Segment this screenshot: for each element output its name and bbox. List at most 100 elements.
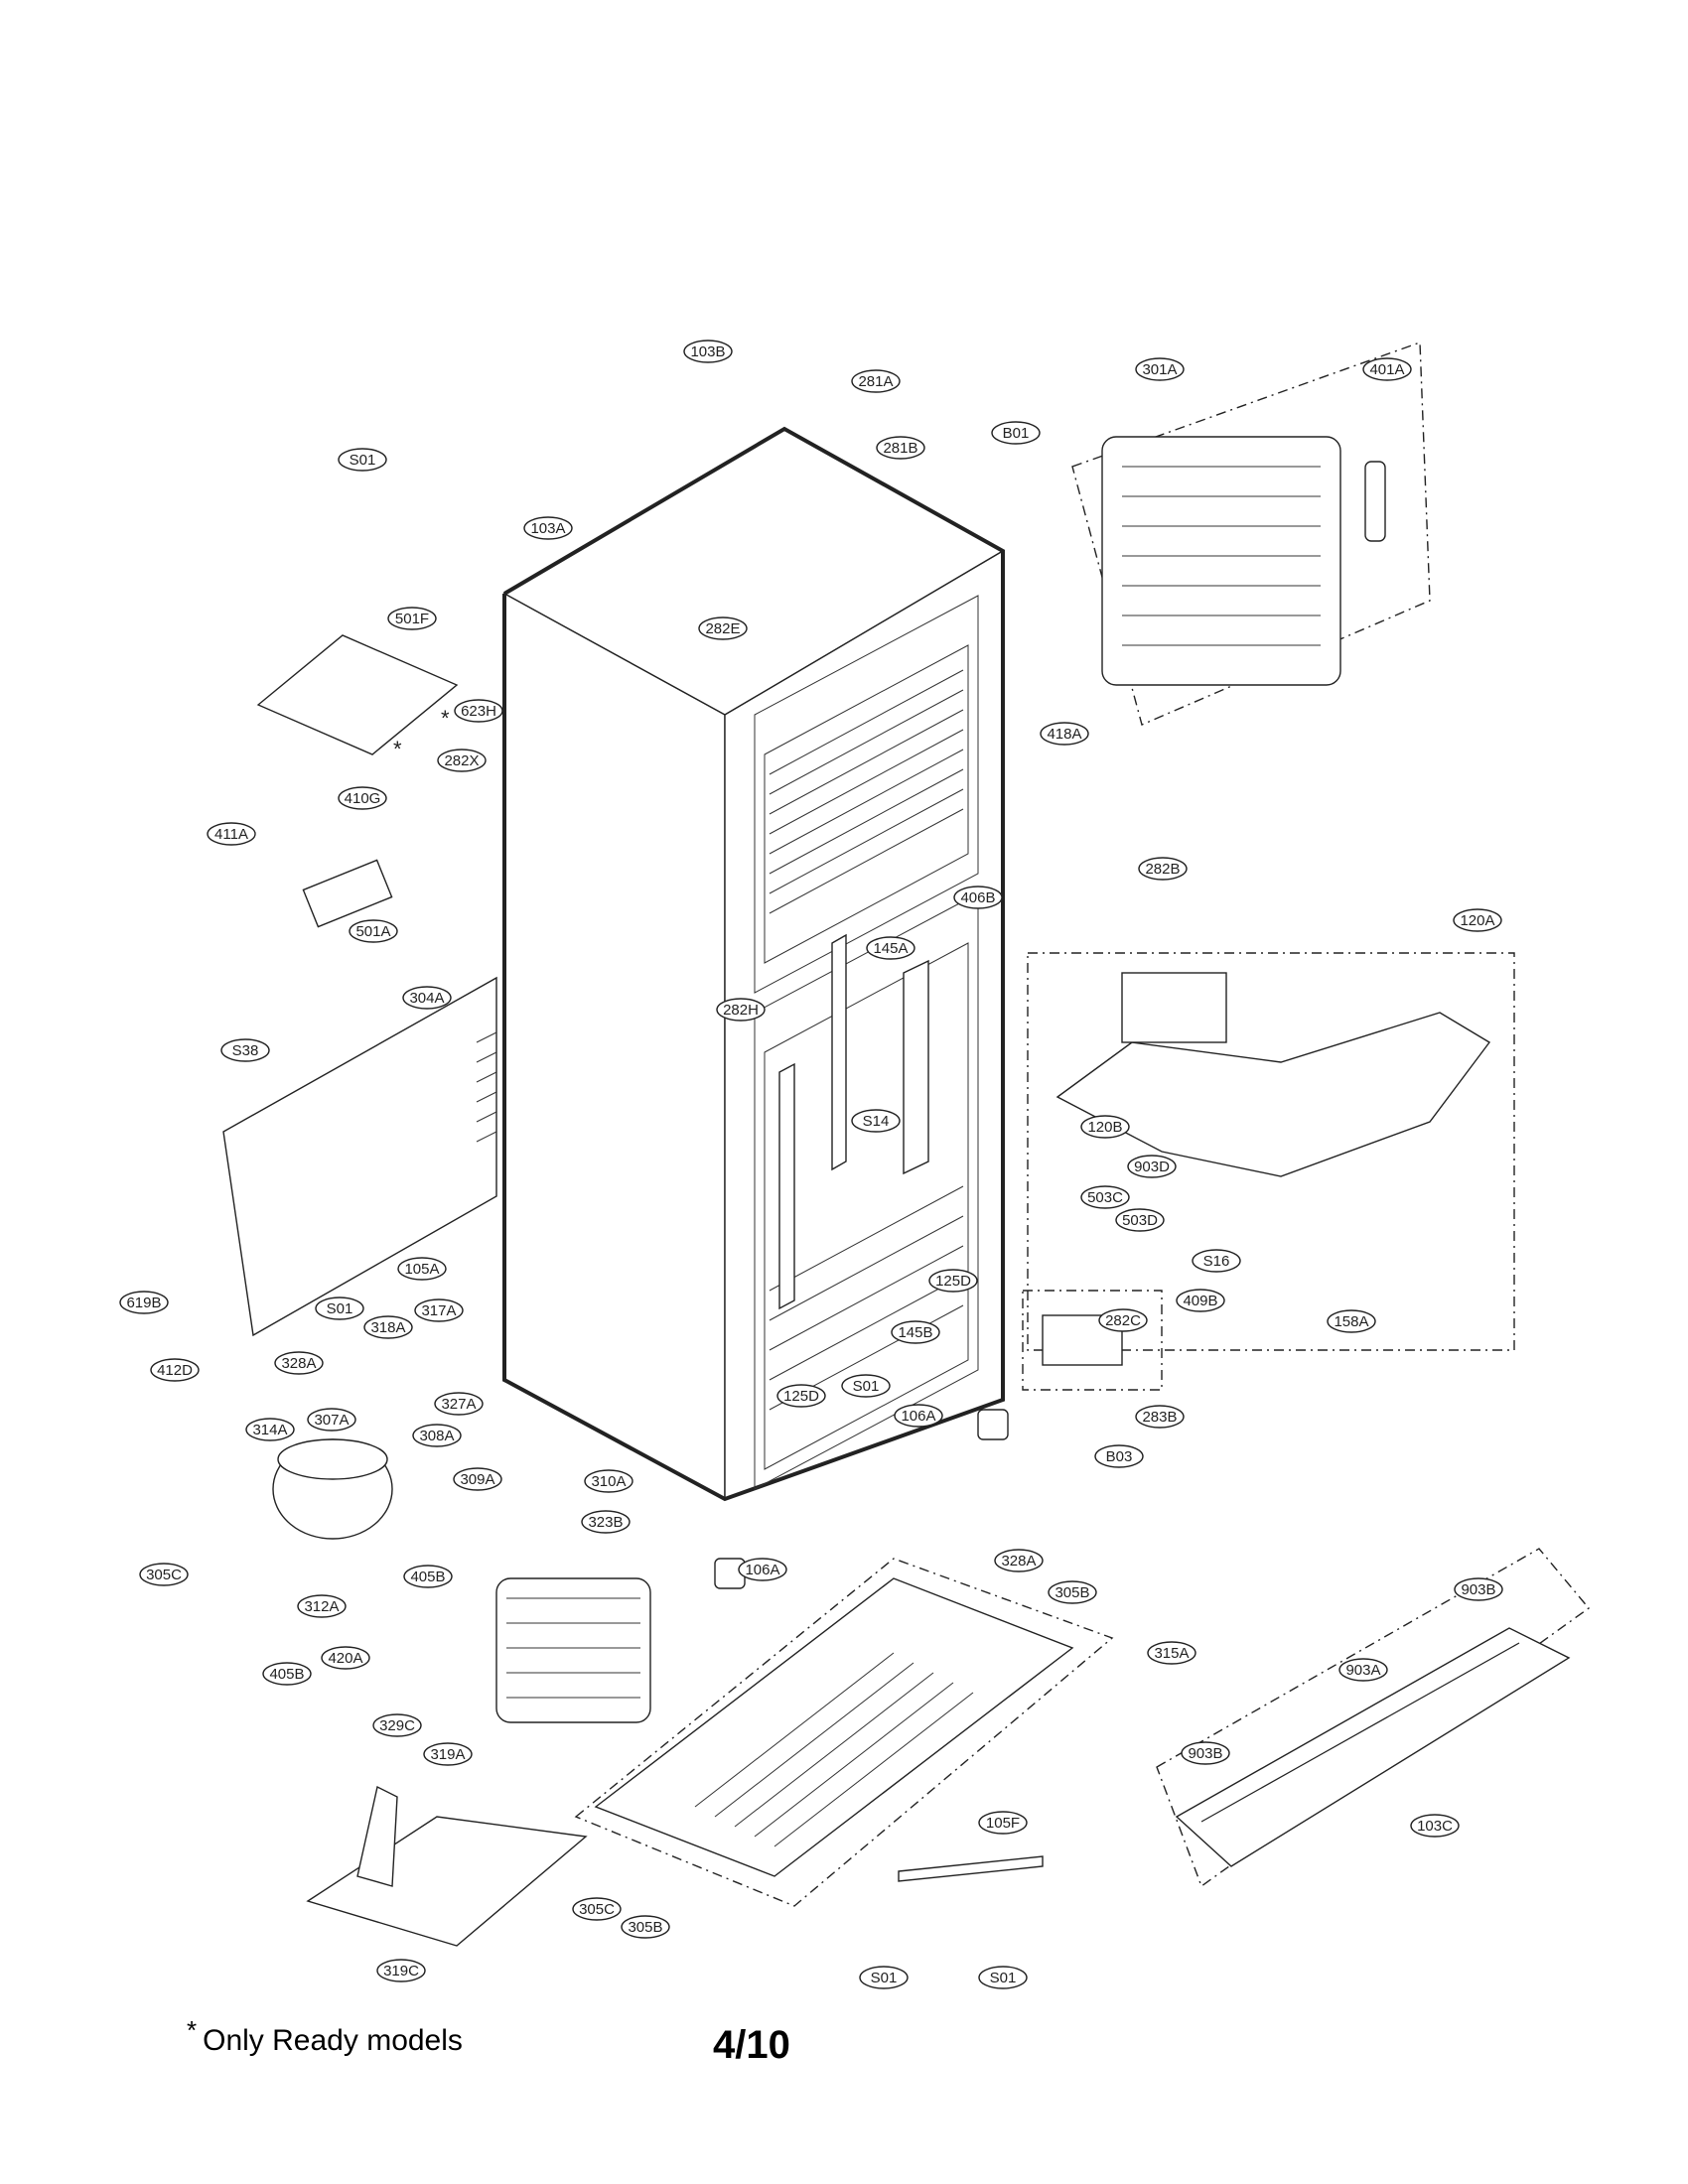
callout-oval xyxy=(738,1558,787,1581)
callout-label: 105A xyxy=(404,1261,439,1278)
callout-label: 418A xyxy=(1047,726,1081,743)
callout-oval xyxy=(220,1038,270,1062)
callout-label: 304A xyxy=(409,990,444,1007)
callout-label: 315A xyxy=(1154,1645,1189,1662)
callout-label: 305C xyxy=(579,1901,615,1918)
callout-oval xyxy=(1362,357,1412,381)
part-callout: 304A xyxy=(402,986,452,1010)
part-callout: 305C xyxy=(572,1897,622,1921)
grille-box xyxy=(1156,1548,1591,1888)
callout-label: 305B xyxy=(628,1919,662,1936)
callout-label: 623H xyxy=(461,703,496,720)
callout-oval xyxy=(1138,857,1188,881)
callout-oval xyxy=(891,1320,940,1344)
callout-label: S01 xyxy=(871,1970,898,1986)
callout-oval xyxy=(683,340,733,363)
callout-label: 903A xyxy=(1345,1662,1380,1679)
callout-label: 501A xyxy=(355,923,390,940)
callout-label: 103C xyxy=(1417,1818,1453,1835)
part-callout: 307A xyxy=(307,1408,356,1432)
part-callout: 125D xyxy=(928,1269,978,1293)
callout-label: 406B xyxy=(960,889,995,906)
callout-label: S01 xyxy=(350,452,376,469)
callout-label: 281A xyxy=(858,373,893,390)
callout-label: 328A xyxy=(281,1355,316,1372)
callout-label: 327A xyxy=(441,1396,476,1413)
callout-oval xyxy=(1080,1115,1130,1139)
callout-oval xyxy=(1098,1308,1148,1332)
callout-oval xyxy=(1040,722,1089,746)
part-callout: 405B xyxy=(403,1565,453,1588)
part-callout: 619B xyxy=(119,1291,169,1314)
part-callout: 310A xyxy=(584,1469,633,1493)
callout-label: 319A xyxy=(430,1746,465,1763)
callout-label: 412D xyxy=(157,1362,193,1379)
callout-oval xyxy=(978,1811,1028,1835)
callout-oval xyxy=(876,436,925,460)
callout-oval xyxy=(1192,1249,1241,1273)
callout-oval xyxy=(245,1418,295,1441)
part-callout: 903A xyxy=(1338,1658,1388,1682)
callout-oval xyxy=(454,699,503,723)
callout-oval xyxy=(1135,1405,1185,1429)
callout-label: 329C xyxy=(379,1717,415,1734)
duct-assembly-box xyxy=(1027,952,1515,1351)
part-callout: 158A xyxy=(1327,1309,1376,1333)
part-callout: 318A xyxy=(363,1315,413,1339)
leveling-feet xyxy=(714,1409,1009,1589)
callout-oval xyxy=(581,1510,631,1534)
callout-oval xyxy=(776,1384,826,1408)
part-callout: S14 xyxy=(851,1109,901,1133)
rear-cover xyxy=(222,976,497,1337)
callout-oval xyxy=(274,1351,324,1375)
part-callout: 405B xyxy=(262,1662,312,1686)
part-callout: 319A xyxy=(423,1742,473,1766)
part-callout: 328A xyxy=(274,1351,324,1375)
callout-label: 401A xyxy=(1369,361,1404,378)
footnote: *Only Ready models xyxy=(187,2015,463,2058)
callout-oval xyxy=(387,607,437,630)
callout-oval xyxy=(851,369,901,393)
callout-label: S38 xyxy=(232,1042,259,1059)
part-callout: 305B xyxy=(1048,1580,1097,1604)
callout-oval xyxy=(716,998,766,1022)
part-callout: 145A xyxy=(866,936,915,960)
callout-oval xyxy=(851,1109,901,1133)
part-callout: S01 xyxy=(315,1297,364,1320)
callout-oval xyxy=(437,749,487,772)
condenser xyxy=(495,1577,651,1723)
callout-oval xyxy=(453,1467,502,1491)
callout-oval xyxy=(1127,1155,1177,1178)
part-callout: 145B xyxy=(891,1320,940,1344)
callout-label: 310A xyxy=(591,1473,626,1490)
callout-label: 328A xyxy=(1001,1553,1036,1570)
callout-oval xyxy=(1094,1444,1144,1468)
part-callout: 106A xyxy=(738,1558,787,1581)
callout-oval xyxy=(1338,1658,1388,1682)
callout-label: 420A xyxy=(328,1650,362,1667)
callout-oval xyxy=(414,1298,464,1322)
part-callout: S38 xyxy=(220,1038,270,1062)
callout-label: B01 xyxy=(1003,425,1030,442)
part-callout: S01 xyxy=(841,1374,891,1398)
callout-oval xyxy=(1176,1289,1225,1312)
callout-label: S01 xyxy=(327,1300,353,1317)
callout-oval xyxy=(1454,1577,1503,1601)
part-callout: 411A xyxy=(207,822,256,846)
drain-tray xyxy=(306,1785,588,1947)
callout-oval xyxy=(315,1297,364,1320)
callout-label: S16 xyxy=(1203,1253,1230,1270)
callout-label: 501F xyxy=(395,611,429,627)
footnote-marker: * xyxy=(187,2015,198,2045)
callout-oval xyxy=(321,1646,370,1670)
callout-oval xyxy=(584,1469,633,1493)
callout-label: 106A xyxy=(901,1408,935,1425)
footnote-text: Only Ready models xyxy=(203,2024,463,2057)
callout-label: 903D xyxy=(1134,1159,1170,1175)
callout-label: 106A xyxy=(745,1562,779,1578)
callout-oval xyxy=(150,1358,200,1382)
callout-label: 309A xyxy=(460,1471,494,1488)
part-callout: 103A xyxy=(523,516,573,540)
callout-oval xyxy=(363,1315,413,1339)
callout-label: 281B xyxy=(883,440,917,457)
